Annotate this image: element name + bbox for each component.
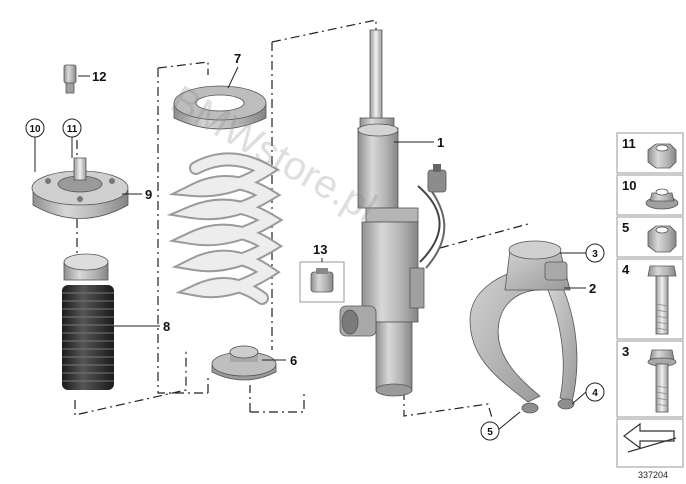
part-2-wheel-carrier [469,240,578,414]
callout-1: 1 [437,135,444,150]
callout-6: 6 [290,353,297,368]
part-13-clip [299,261,345,303]
callout-5: 5 [487,427,493,438]
legend-label-3: 3 [622,344,629,359]
part-12-cap [63,64,77,94]
flange-nut-icon [645,188,679,210]
callout-circle-3 [585,243,605,263]
legend-label-5: 5 [622,220,629,235]
callout-circle-4 [585,382,605,402]
callout-4: 4 [592,388,598,399]
coil-spring [166,152,284,305]
legend-label-10: 10 [622,178,636,193]
part-9-strut-mount [31,157,129,219]
callout-11: 11 [67,124,78,135]
flange-bolt-icon [647,349,677,413]
callout-7: 7 [234,51,241,66]
legend-label-4: 4 [622,262,630,277]
callout-12: 12 [92,69,106,84]
fastener-legend: 11 10 5 4 3 [616,132,684,468]
legend-label-11: 11 [622,136,636,151]
part-7-upper-spring-seat [173,85,267,130]
assembly-guide-lines [74,19,529,419]
callouts: 12 10 11 9 8 7 6 1 13 3 2 4 5 [25,51,605,441]
part-8-dust-boot [62,253,114,390]
document-number: 337204 [638,470,668,480]
callout-2: 2 [589,281,596,296]
callout-3: 3 [592,249,598,260]
callout-circle-10 [25,118,45,138]
leader-lines [34,66,587,431]
nut-icon [647,143,677,169]
hex-nut-icon [647,225,677,253]
callout-9: 9 [145,187,152,202]
legend-box-arrow [616,418,684,468]
callout-10: 10 [29,124,41,135]
part-6-lower-spring-pad [211,345,277,381]
callout-circle-5 [480,421,500,441]
callout-8: 8 [163,319,170,334]
callout-circle-11 [62,118,82,138]
callout-13: 13 [313,242,327,257]
direction-arrow-icon [623,422,677,453]
part-1-strut [339,29,447,397]
bolt-icon [647,265,677,335]
